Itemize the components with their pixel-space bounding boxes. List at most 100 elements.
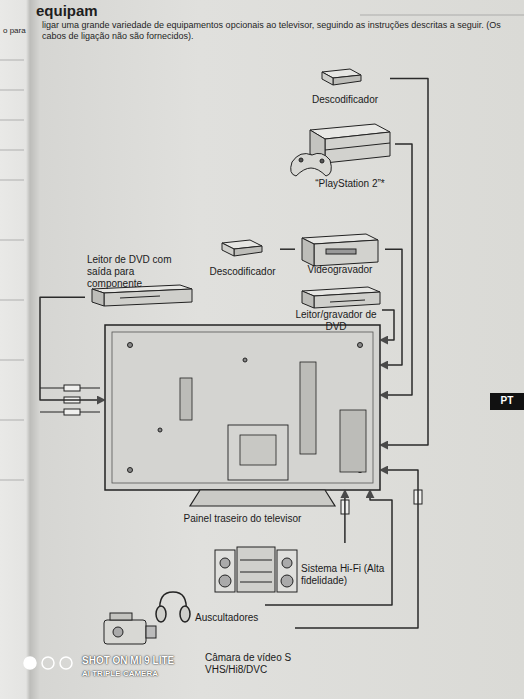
headphones-icon	[156, 592, 190, 622]
device-node: Leitor/gravador de DVD	[290, 285, 382, 335]
watermark-dots	[24, 657, 36, 669]
margin-lines	[0, 240, 24, 241]
watermark-dots	[42, 657, 54, 669]
cable-connector	[344, 490, 346, 543]
tv-rear-panel	[240, 435, 276, 465]
camcorder-icon	[104, 620, 146, 644]
console-icon	[291, 124, 390, 176]
hifi-icon	[220, 558, 230, 568]
hifi-icon	[282, 558, 292, 568]
hifi-icon	[219, 575, 231, 587]
device-node: Leitor de DVD com saída para componente	[85, 254, 195, 308]
dvd-recorder-icon	[302, 287, 380, 308]
tv-rear-panel	[112, 332, 373, 483]
section-title: equipam	[36, 2, 156, 21]
decoder-icon	[322, 69, 361, 85]
margin-text: o para	[3, 26, 31, 36]
decoder-icon	[222, 240, 262, 256]
decoder-icon	[333, 75, 361, 85]
language-tab: PT	[490, 393, 524, 410]
decoder-icon	[322, 72, 333, 85]
cable-connector	[380, 249, 402, 365]
camcorder-icon	[104, 613, 156, 644]
device-label: Câmara de vídeo S VHS/Hi8/DVC	[205, 652, 295, 676]
hifi-icon	[240, 560, 272, 561]
tv-rear-panel	[243, 358, 247, 362]
cable-connector	[380, 144, 412, 395]
margin-lines	[0, 180, 24, 181]
device-node: Sistema Hi-Fi (Alta fidelidade)	[213, 543, 385, 593]
hifi-icon	[277, 550, 297, 592]
dvd-recorder-icon	[302, 291, 314, 308]
device-label: Sistema Hi-Fi (Alta fidelidade)	[301, 563, 385, 587]
device-node: Descodificador	[300, 66, 390, 108]
dvd-player-icon	[104, 289, 192, 306]
console-icon	[325, 132, 390, 163]
device-label: Descodificador	[205, 266, 280, 278]
camcorder-icon	[146, 626, 156, 638]
margin-lines	[0, 360, 24, 361]
margin-lines	[0, 150, 24, 151]
hifi-icon	[215, 550, 235, 592]
vcr-icon	[314, 240, 378, 266]
rca-plugs	[64, 409, 80, 415]
rca-plugs	[64, 385, 80, 391]
cable-connector	[295, 470, 418, 628]
rca-plugs	[40, 385, 422, 514]
margin-lines	[0, 120, 24, 121]
device-label: Painel traseiro do televisor	[155, 513, 330, 525]
camcorder-icon	[110, 613, 132, 620]
cable-connector	[380, 79, 428, 445]
watermark-dots	[24, 657, 72, 669]
cable-connector	[40, 297, 105, 400]
device-node: Videogravador	[295, 230, 385, 278]
margin-lines	[0, 420, 24, 421]
tv-node: Painel traseiro do televisor	[105, 325, 380, 490]
vcr-icon	[326, 249, 356, 254]
tv-rear-panel	[105, 325, 380, 490]
console-icon	[325, 143, 390, 150]
device-node: Descodificador	[205, 236, 280, 280]
console-icon	[299, 158, 303, 162]
dvd-player-icon	[92, 289, 104, 306]
device-label: Auscultadores	[195, 612, 265, 624]
intro-text: ligar uma grande variedade de equipament…	[42, 20, 512, 43]
hifi-icon	[237, 547, 275, 592]
cable-connector	[280, 248, 295, 250]
decoder-icon	[234, 246, 262, 256]
console-icon	[291, 153, 332, 176]
tv-rear-panel	[105, 325, 380, 506]
hifi-icon	[240, 572, 272, 573]
device-label: Videogravador	[295, 264, 385, 276]
cable-connector	[265, 490, 392, 605]
console-icon	[320, 159, 324, 163]
tv-rear-panel	[228, 425, 288, 480]
margin-lines	[0, 60, 24, 61]
watermark-dots	[60, 657, 72, 669]
margin-lines	[0, 90, 24, 91]
tv-rear-panel	[340, 410, 366, 472]
tv-rear-panel	[158, 428, 162, 432]
tv-rear-panel	[190, 490, 335, 506]
device-label: Descodificador	[300, 94, 390, 106]
watermark-text: SHOT ON MI 9 LITE	[82, 655, 197, 668]
device-label: “PlayStation 2”*	[305, 178, 395, 190]
margin-lines	[0, 300, 24, 301]
headphones-icon	[156, 606, 166, 622]
tv-rear-panel	[128, 468, 133, 473]
dvd-recorder-icon	[314, 292, 380, 308]
decoder-icon	[222, 243, 234, 256]
hifi-icon	[281, 575, 293, 587]
margin-lines	[360, 15, 524, 16]
tv-rear-panel	[128, 343, 133, 348]
device-node: “PlayStation 2”*	[285, 118, 395, 192]
margin-lines	[0, 480, 24, 481]
watermark-text: AI TRIPLE CAMERA	[82, 669, 197, 679]
camcorder-icon	[113, 627, 123, 637]
dvd-player-icon	[120, 296, 160, 298]
vcr-icon	[302, 238, 314, 266]
device-label: Leitor/gravador de DVD	[290, 309, 382, 333]
